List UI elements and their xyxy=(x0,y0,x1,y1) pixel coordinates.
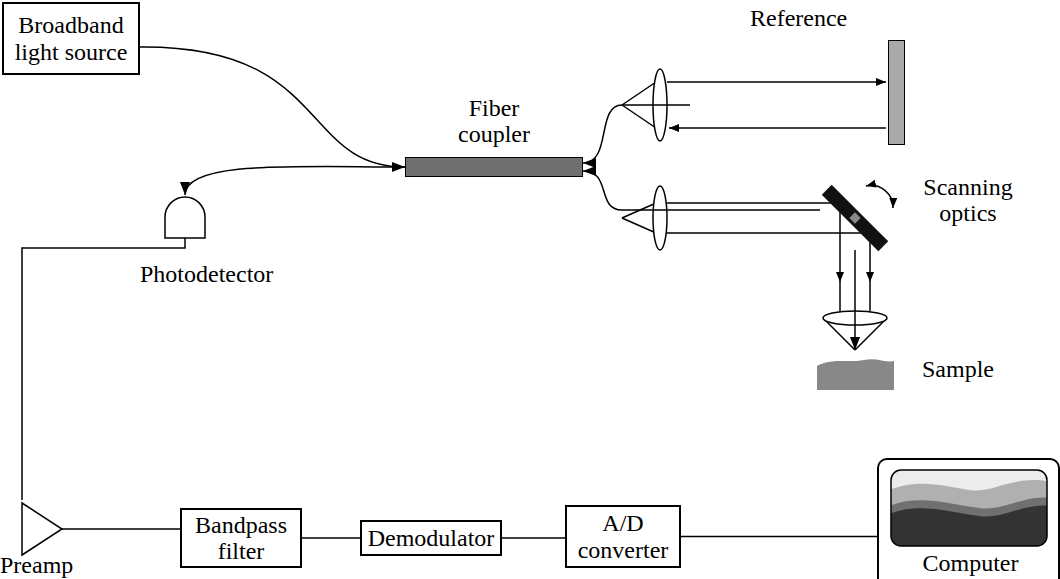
optical-fiber xyxy=(583,105,690,163)
signal-wire xyxy=(681,536,877,538)
coupler-bar xyxy=(405,157,583,177)
sample-shape: Sample xyxy=(812,350,1022,392)
rotation-arrow xyxy=(866,185,893,208)
node-label: Reference xyxy=(750,5,847,31)
process-box: Demodulator xyxy=(360,520,502,556)
mirror xyxy=(888,40,905,145)
process-box: A/D converter xyxy=(565,505,681,568)
amp-triangle xyxy=(0,500,92,558)
fiber-cone xyxy=(622,203,656,233)
amplifier-symbol: Preamp xyxy=(0,500,92,579)
node-label: Photodetector xyxy=(140,261,273,287)
node-label: Preamp xyxy=(0,552,73,578)
node-label: A/D converter xyxy=(573,510,673,563)
light-beam xyxy=(869,233,871,311)
optical-fiber xyxy=(583,171,820,210)
process-box: Bandpass filter xyxy=(180,508,302,568)
node-label: Scanning optics xyxy=(903,174,1033,227)
fiber-coupler: Fiber coupler xyxy=(405,95,583,177)
scanning-mirror: Scanning optics xyxy=(820,170,1040,250)
node-label: Bandpass filter xyxy=(188,512,294,565)
lens xyxy=(653,186,667,250)
signal-wire xyxy=(92,528,180,530)
optical-fiber xyxy=(140,47,405,167)
node-label: Broadband light source xyxy=(10,12,132,65)
reference-mirror: Reference xyxy=(690,5,910,147)
signal-wire xyxy=(502,537,565,539)
computer-monitor: Computer xyxy=(877,458,1060,579)
process-box: Broadband light source xyxy=(2,2,140,75)
detector-shape xyxy=(160,195,210,241)
optical-fiber xyxy=(185,166,405,195)
light-beam xyxy=(669,127,886,129)
node-label: Demodulator xyxy=(368,525,495,551)
sample-surface xyxy=(812,350,902,392)
photodetector-symbol: Photodetector xyxy=(140,195,305,300)
signal-wire xyxy=(22,248,140,500)
light-beam xyxy=(667,81,886,83)
node-label: Sample xyxy=(922,356,994,382)
optical-fiber xyxy=(854,250,856,350)
light-beam xyxy=(667,202,840,204)
node-label: Fiber coupler xyxy=(449,95,539,148)
signal-wire xyxy=(302,537,360,539)
node-label: Computer xyxy=(879,550,1060,576)
signal-wire xyxy=(140,238,185,248)
monitor-screen xyxy=(889,468,1051,550)
light-beam xyxy=(839,203,841,311)
